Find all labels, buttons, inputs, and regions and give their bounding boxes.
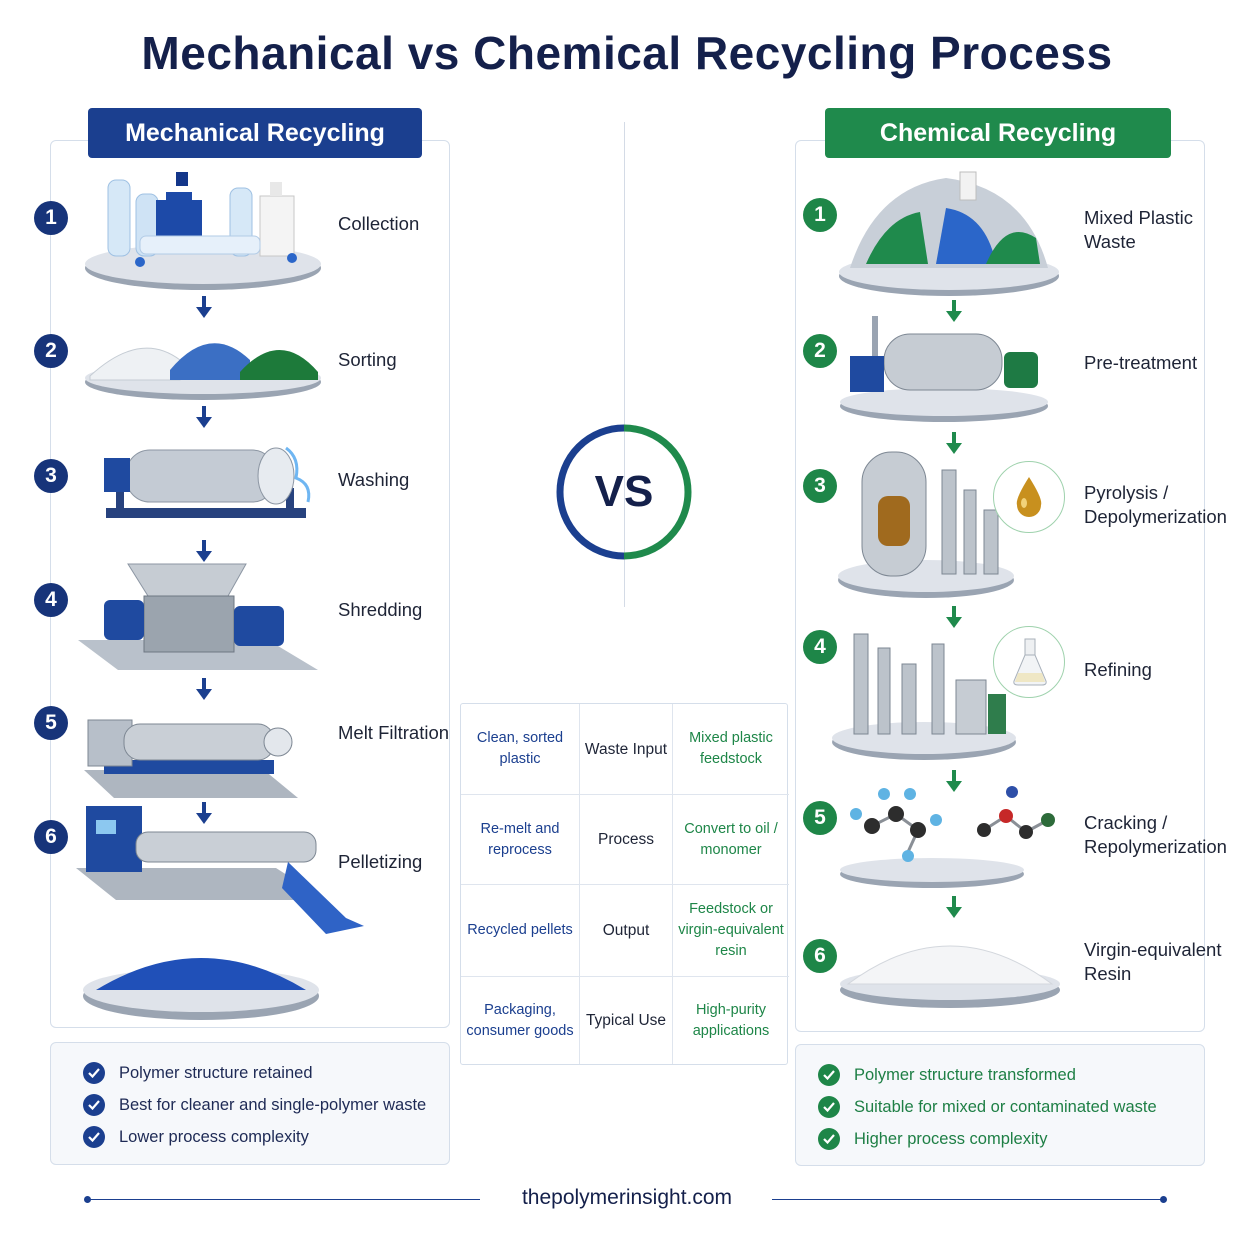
summary-item: Best for cleaner and single-polymer wast…	[83, 1094, 426, 1116]
extruder-icon	[76, 806, 364, 1020]
summary-text: Suitable for mixed or contaminated waste	[854, 1097, 1157, 1116]
summary-item: Higher process complexity	[818, 1128, 1048, 1150]
check-icon	[83, 1126, 105, 1148]
step-number: 6	[803, 939, 837, 973]
criterion-cell: Waste Input	[579, 704, 673, 794]
summary-text: Higher process complexity	[854, 1129, 1048, 1148]
summary-text: Polymer structure transformed	[854, 1065, 1076, 1084]
step-number: 4	[803, 630, 837, 664]
sorted-flakes-icon	[85, 343, 321, 400]
mechanical-cell: Recycled pellets	[467, 922, 573, 938]
comparison-table: Clean, sorted plastic Waste Input Mixed …	[460, 703, 789, 1065]
footer-rule	[772, 1199, 1164, 1200]
mechanical-cell: Re-melt and reprocess	[480, 820, 560, 858]
table-row: Re-melt and reprocess Process Convert to…	[461, 794, 789, 884]
down-arrow-icon	[196, 802, 212, 824]
down-arrow-icon	[946, 770, 962, 792]
mechanical-cell: Packaging, consumer goods	[466, 1001, 574, 1039]
molecule-icon	[840, 786, 1055, 888]
chemical-summary: Polymer structure transformed Suitable f…	[795, 1044, 1205, 1166]
summary-item: Suitable for mixed or contaminated waste	[818, 1096, 1157, 1118]
step-number: 4	[34, 583, 68, 617]
check-icon	[83, 1062, 105, 1084]
check-icon	[818, 1096, 840, 1118]
table-row: Packaging, consumer goods Typical Use Hi…	[461, 976, 789, 1064]
chemical-cell: High-purity applications	[692, 1001, 770, 1039]
footer-website[interactable]: thepolymerinsight.com	[521, 1186, 733, 1209]
reactor-icon	[838, 451, 1014, 598]
mixed-waste-icon	[839, 171, 1059, 296]
plastic-bottles-icon	[85, 172, 321, 290]
chemical-cell: Feedstock or virgin-equivalent resin	[678, 901, 784, 959]
step-label: Cracking / Repolymerization	[1084, 812, 1227, 857]
criterion-cell: Typical Use	[579, 977, 673, 1064]
step-number: 3	[34, 459, 68, 493]
step-number: 2	[34, 334, 68, 368]
down-arrow-icon	[196, 296, 212, 318]
step-number: 1	[803, 198, 837, 232]
flask-icon	[1013, 638, 1047, 686]
step-label: Refining	[1084, 659, 1152, 680]
step-number: 6	[34, 820, 68, 854]
step-label: Washing	[338, 469, 410, 490]
down-arrow-icon	[946, 606, 962, 628]
mechanical-header: Mechanical Recycling	[88, 108, 422, 158]
chemical-cell: Mixed plastic feedstock	[689, 730, 773, 767]
down-arrow-icon	[196, 540, 212, 562]
summary-text: Polymer structure retained	[119, 1063, 313, 1082]
down-arrow-icon	[946, 432, 962, 454]
summary-text: Lower process complexity	[119, 1127, 309, 1146]
step-label: Melt Filtration	[338, 722, 450, 743]
step-number: 5	[34, 706, 68, 740]
footer-rule	[88, 1199, 480, 1200]
step-label: Sorting	[338, 349, 397, 370]
pretreatment-drum-icon	[840, 316, 1048, 422]
vs-label: VS	[594, 467, 654, 516]
summary-item: Lower process complexity	[83, 1126, 309, 1148]
vs-ring	[556, 424, 692, 560]
check-icon	[818, 1064, 840, 1086]
step-label: Virgin-equivalent Resin	[1084, 939, 1222, 984]
step-label: Shredding	[338, 599, 423, 620]
oil-drop-icon	[1016, 477, 1042, 517]
melt-filter-icon	[84, 719, 298, 798]
down-arrow-icon	[946, 300, 962, 322]
summary-text: Best for cleaner and single-polymer wast…	[119, 1095, 427, 1114]
shredder-icon	[78, 563, 318, 670]
criterion-cell: Output	[579, 885, 673, 976]
step-number: 5	[803, 801, 837, 835]
white-resin-icon	[840, 945, 1060, 1008]
chemical-header: Chemical Recycling	[825, 108, 1171, 158]
table-row: Clean, sorted plastic Waste Input Mixed …	[461, 704, 789, 794]
down-arrow-icon	[196, 678, 212, 700]
washing-drum-icon	[104, 446, 311, 518]
step-number: 3	[803, 469, 837, 503]
step-label: Pre-treatment	[1084, 352, 1198, 373]
refinery-icon	[832, 633, 1016, 760]
step-label: Collection	[338, 213, 420, 234]
mechanical-cell: Clean, sorted plastic	[476, 730, 564, 767]
check-icon	[83, 1094, 105, 1116]
chemical-cell: Convert to oil / monomer	[684, 820, 778, 858]
check-icon	[818, 1128, 840, 1150]
criterion-cell: Process	[579, 795, 673, 884]
mechanical-summary: Polymer structure retained Best for clea…	[50, 1042, 450, 1165]
step-label: Pyrolysis / Depolymerization	[1084, 482, 1227, 527]
summary-item: Polymer structure retained	[83, 1062, 313, 1084]
step-number: 2	[803, 334, 837, 368]
step-number: 1	[34, 201, 68, 235]
table-row: Recycled pellets Output Feedstock or vir…	[461, 884, 789, 976]
footer-dot	[1160, 1196, 1167, 1203]
summary-item: Polymer structure transformed	[818, 1064, 1076, 1086]
step-label: Mixed Plastic Waste	[1084, 207, 1193, 252]
down-arrow-icon	[946, 896, 962, 918]
down-arrow-icon	[196, 406, 212, 428]
footer-dot	[84, 1196, 91, 1203]
step-label: Pelletizing	[338, 851, 423, 872]
page-title: Mechanical vs Chemical Recycling Process	[141, 27, 1113, 79]
center-divider	[624, 122, 625, 607]
